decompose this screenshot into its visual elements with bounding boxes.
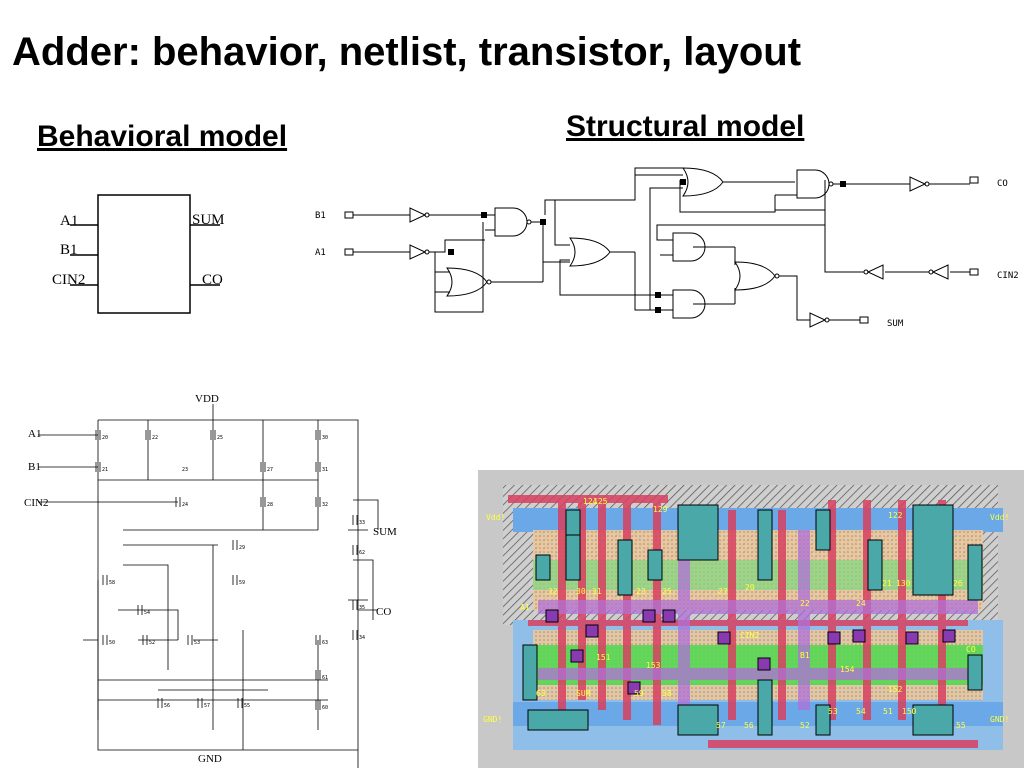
device-label: 56	[164, 703, 170, 709]
layout-node-label: 22	[800, 599, 810, 608]
device-label: 50	[109, 640, 115, 646]
transistor-output-sum: SUM	[373, 526, 397, 538]
device-label: 25	[217, 435, 223, 441]
layout-node-label: 21	[882, 579, 892, 588]
device-label: 29	[239, 545, 245, 551]
device-label: 28	[267, 502, 273, 508]
layout-node-label: 130	[896, 579, 911, 588]
layout-node-label: 27	[718, 587, 728, 596]
layout-node-label: 153	[646, 661, 661, 670]
layout-node-label: 51	[883, 707, 893, 716]
structural-input-cin2: CIN2	[997, 271, 1019, 281]
device-label: 22	[152, 435, 158, 441]
layout-node-label: 56	[744, 721, 754, 730]
transistor-input-b1: B1	[28, 461, 41, 473]
layout-pin-b1: B1	[800, 651, 810, 660]
layout-node-label: 152	[888, 685, 903, 694]
transistor-vdd-label: VDD	[195, 393, 219, 405]
device-label: 32	[322, 502, 328, 508]
device-label: 61	[322, 675, 328, 681]
layout-rail-vdd-right: Vdd!	[990, 513, 1009, 522]
layout-node-label: 53	[828, 707, 838, 716]
layout-node-label: 58	[662, 689, 672, 698]
layout-pin-cin2: CIN2	[740, 631, 759, 640]
device-label: 60	[322, 705, 328, 711]
layout-node-label: 24	[856, 599, 866, 608]
structural-output-sum: SUM	[887, 319, 904, 329]
device-label: 20	[102, 435, 108, 441]
device-label: 30	[322, 435, 328, 441]
behavioral-block-diagram: A1 B1 CIN2 SUM CO	[52, 194, 225, 314]
device-label: 21	[102, 467, 108, 473]
layout-node-label: 63	[536, 689, 546, 698]
device-label: 58	[109, 580, 115, 586]
behavioral-model-heading: Behavioral model	[37, 120, 288, 153]
device-label: 54	[144, 610, 150, 616]
device-label: 59	[239, 580, 245, 586]
layout-node-label: 59	[634, 689, 644, 698]
behavioral-input-a1: A1	[60, 213, 78, 229]
transistor-output-co: CO	[376, 606, 391, 618]
layout-rail-vdd-left: Vdd!	[486, 513, 505, 522]
device-label: 31	[322, 467, 328, 473]
structural-gate-netlist: B1 A1 CIN2 CO SUM	[315, 167, 1019, 329]
layout-node-label: 122	[888, 511, 903, 520]
device-label: 52	[149, 640, 155, 646]
layout-rail-gnd-left: GND!	[483, 715, 502, 724]
layout-node-label: 55	[956, 721, 966, 730]
device-label: 33	[359, 520, 365, 526]
structural-output-co: CO	[997, 179, 1008, 189]
device-label: 55	[244, 703, 250, 709]
layout-node-label: 20	[745, 583, 755, 592]
layout-node-label: 151	[596, 653, 611, 662]
layout-node-label: 150	[902, 707, 917, 716]
device-label: 62	[359, 550, 365, 556]
device-label: 63	[322, 640, 328, 646]
layout-pin-a1: A1	[520, 603, 530, 612]
transistor-gnd-label: GND	[198, 753, 222, 765]
layout-node-label: 125	[593, 497, 608, 506]
layout-node-label: 32	[548, 587, 558, 596]
behavioral-input-cin2: CIN2	[52, 272, 85, 288]
structural-input-b1: B1	[315, 211, 326, 221]
layout-node-label: 26	[953, 579, 963, 588]
device-label: 57	[204, 703, 210, 709]
ic-layout-view: Vdd! Vdd! GND! GND! A1 CIN2 B1 SUM CO 12…	[478, 470, 1024, 768]
layout-node-label: 54	[856, 707, 866, 716]
layout-node-label: 25	[662, 587, 672, 596]
layout-node-label: 31	[592, 587, 602, 596]
slide-title: Adder: behavior, netlist, transistor, la…	[12, 30, 802, 74]
layout-node-label: 129	[653, 505, 668, 514]
layout-rail-gnd-right: GND!	[990, 715, 1009, 724]
device-label: 53	[194, 640, 200, 646]
device-label: 24	[182, 502, 188, 508]
transistor-input-cin2: CIN2	[24, 497, 48, 509]
structural-model-heading: Structural model	[566, 110, 805, 143]
layout-node-label: 23	[636, 587, 646, 596]
layout-node-label: 154	[840, 665, 855, 674]
layout-pin-co: CO	[966, 645, 976, 654]
device-label: 27	[267, 467, 273, 473]
device-label: 35	[359, 605, 365, 611]
device-label: 23	[182, 467, 188, 473]
behavioral-output-sum: SUM	[192, 212, 225, 228]
layout-node-label: 30	[576, 587, 586, 596]
layout-pin-sum: SUM	[576, 689, 591, 698]
transistor-input-a1: A1	[28, 428, 41, 440]
behavioral-output-co: CO	[202, 272, 223, 288]
layout-node-label: 124	[583, 497, 598, 506]
transistor-schematic: VDD GND A1 B1 CIN2 SUM CO 20 22 25 30 21…	[24, 393, 397, 768]
device-label: 34	[359, 635, 365, 641]
behavioral-input-b1: B1	[60, 242, 78, 258]
layout-node-label: 52	[800, 721, 810, 730]
layout-node-label: 57	[716, 721, 726, 730]
structural-input-a1: A1	[315, 248, 326, 258]
